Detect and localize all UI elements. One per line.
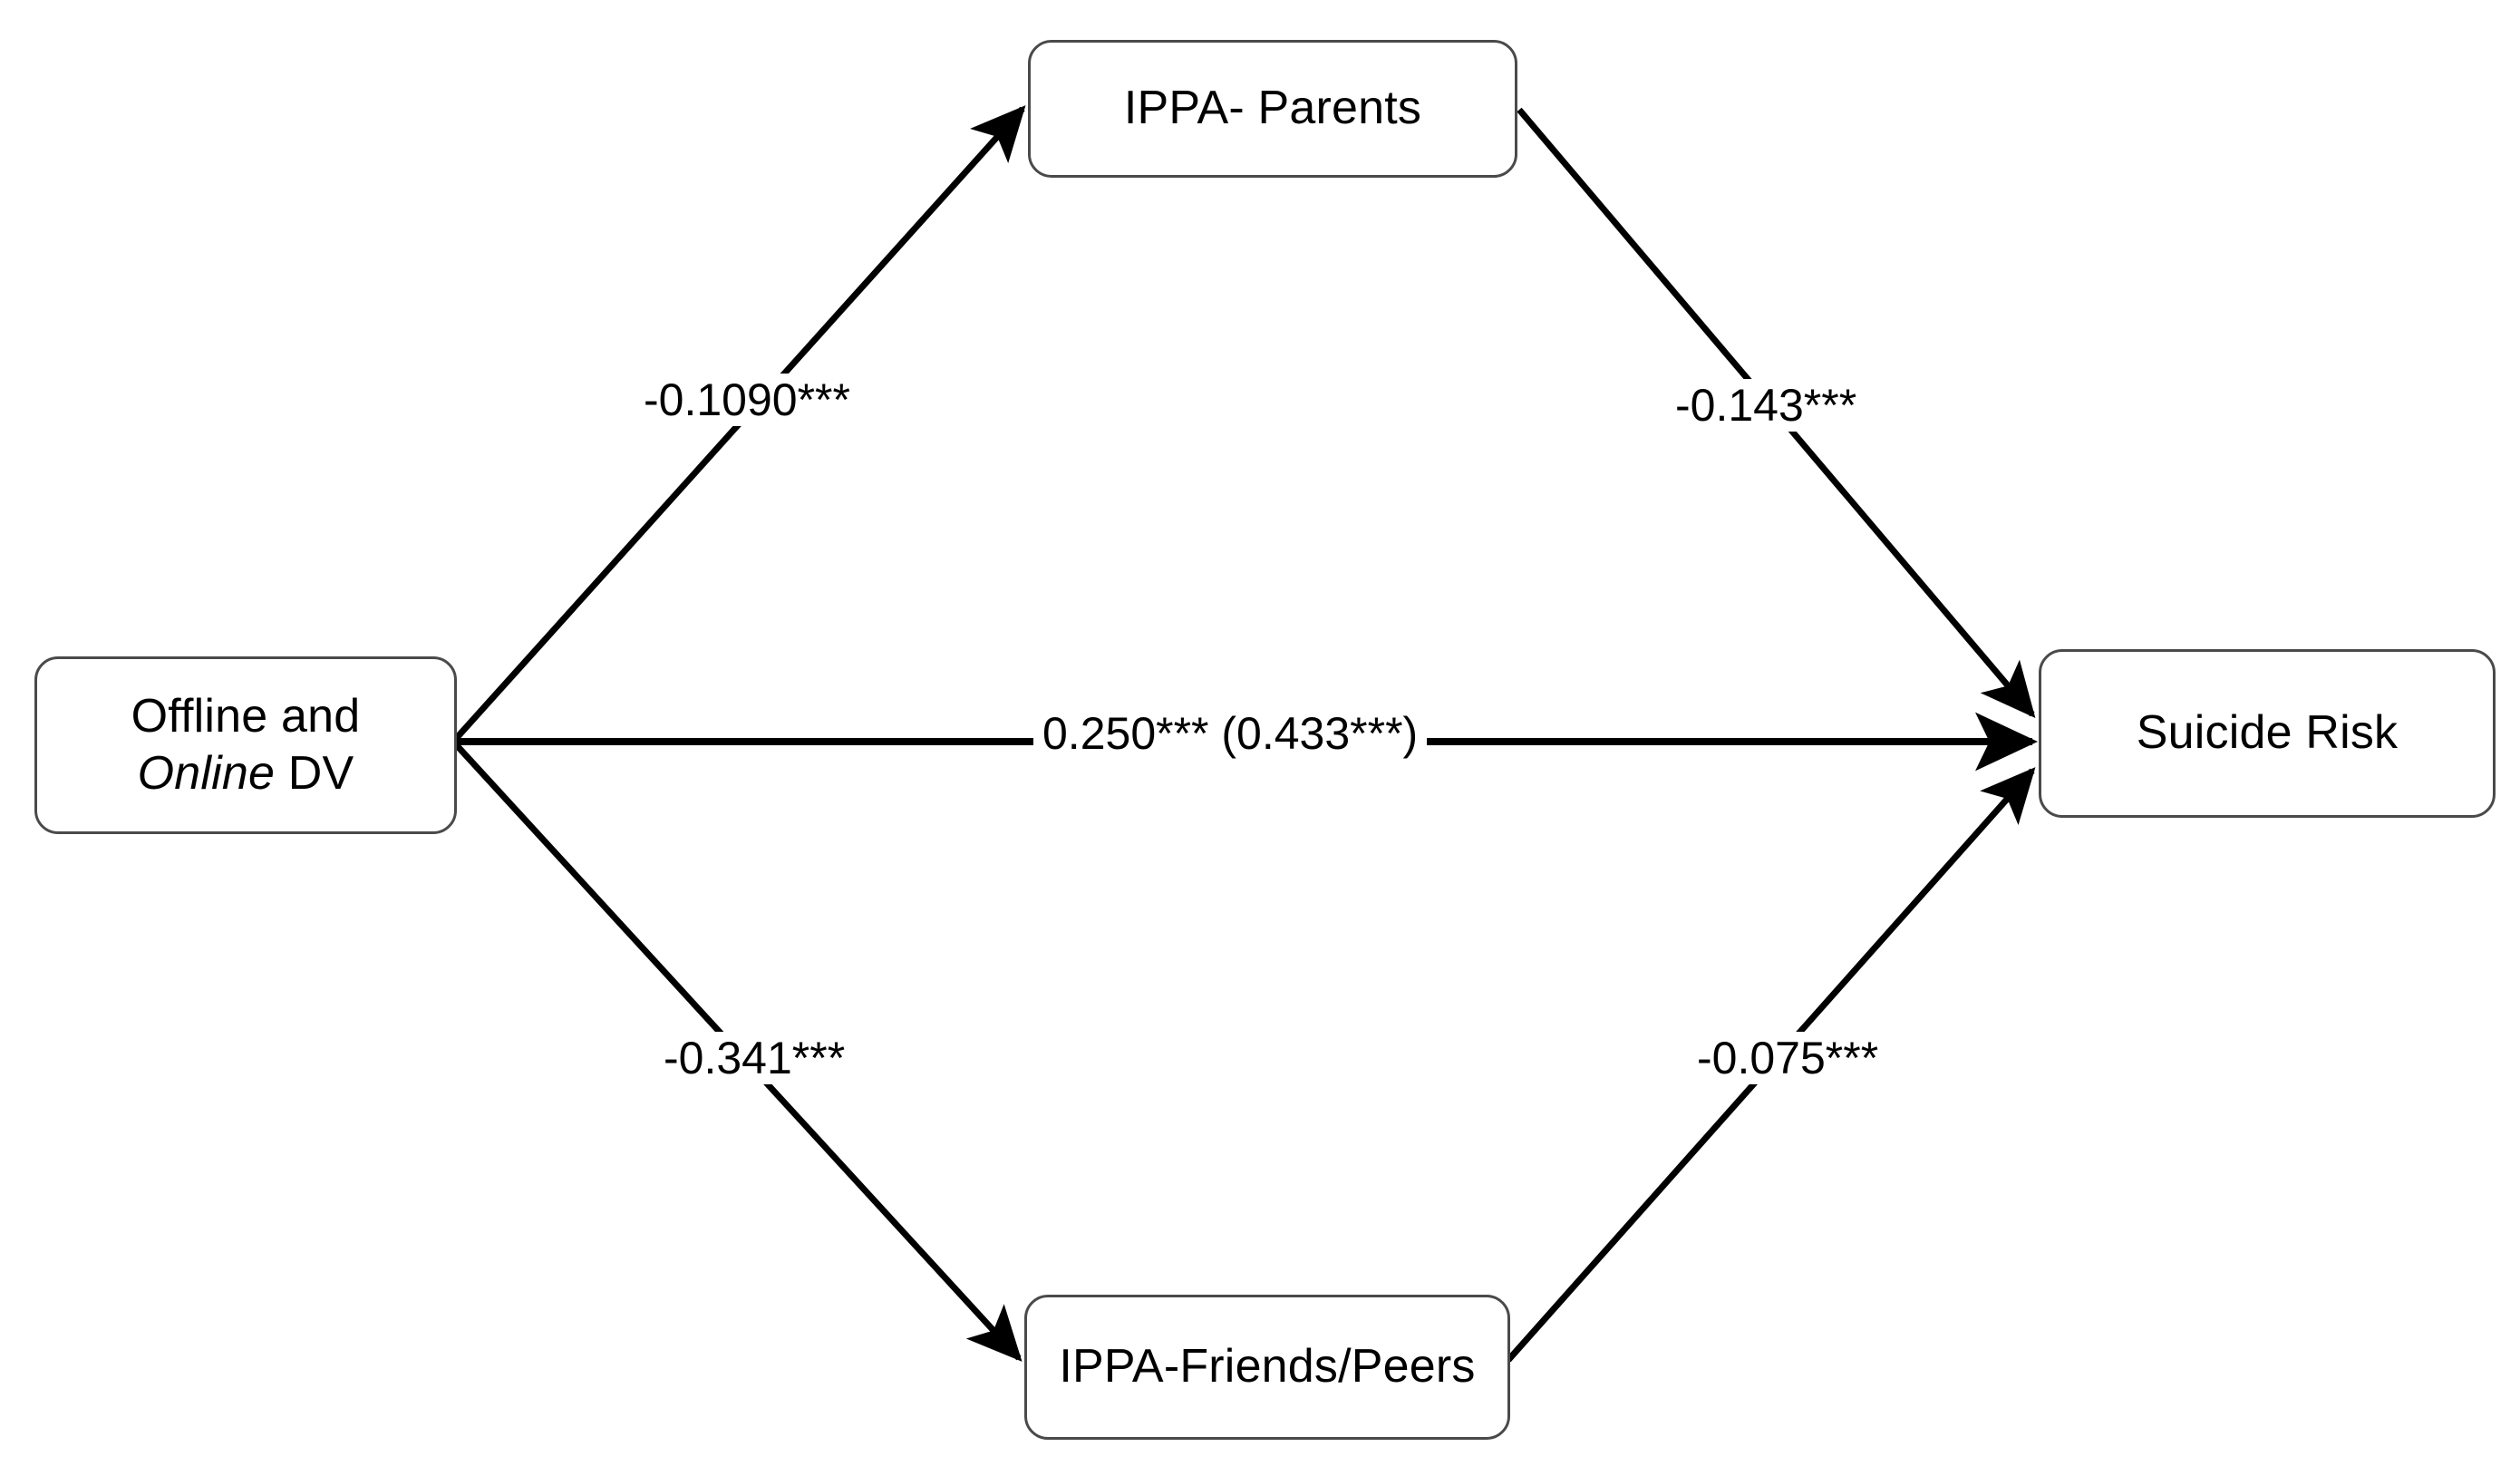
- edge-label-friends-to-suicide: -0.075***: [1688, 1032, 1888, 1084]
- node-ippa-friends-peers[interactable]: IPPA-Friends/Peers: [1024, 1295, 1510, 1440]
- node-offline-and-online-dv-label: Offline and Online DV: [131, 689, 361, 800]
- node-suicide-risk-label: Suicide Risk: [2136, 706, 2399, 760]
- edge-label-dv-to-friends: -0.341***: [654, 1032, 855, 1084]
- edge-label-parents-to-suicide: -0.143***: [1666, 379, 1866, 432]
- edge-label-dv-to-suicide-direct: 0.250*** (0.433***): [1033, 707, 1428, 760]
- node-suicide-risk[interactable]: Suicide Risk: [2039, 649, 2496, 818]
- node-ippa-friends-peers-label: IPPA-Friends/Peers: [1059, 1340, 1476, 1393]
- edge-label-dv-to-parents: -0.1090***: [635, 374, 859, 426]
- node-ippa-parents-label: IPPA- Parents: [1123, 82, 1422, 135]
- node-offline-and-online-dv[interactable]: Offline and Online DV: [34, 656, 457, 834]
- node-ippa-parents[interactable]: IPPA- Parents: [1028, 40, 1517, 178]
